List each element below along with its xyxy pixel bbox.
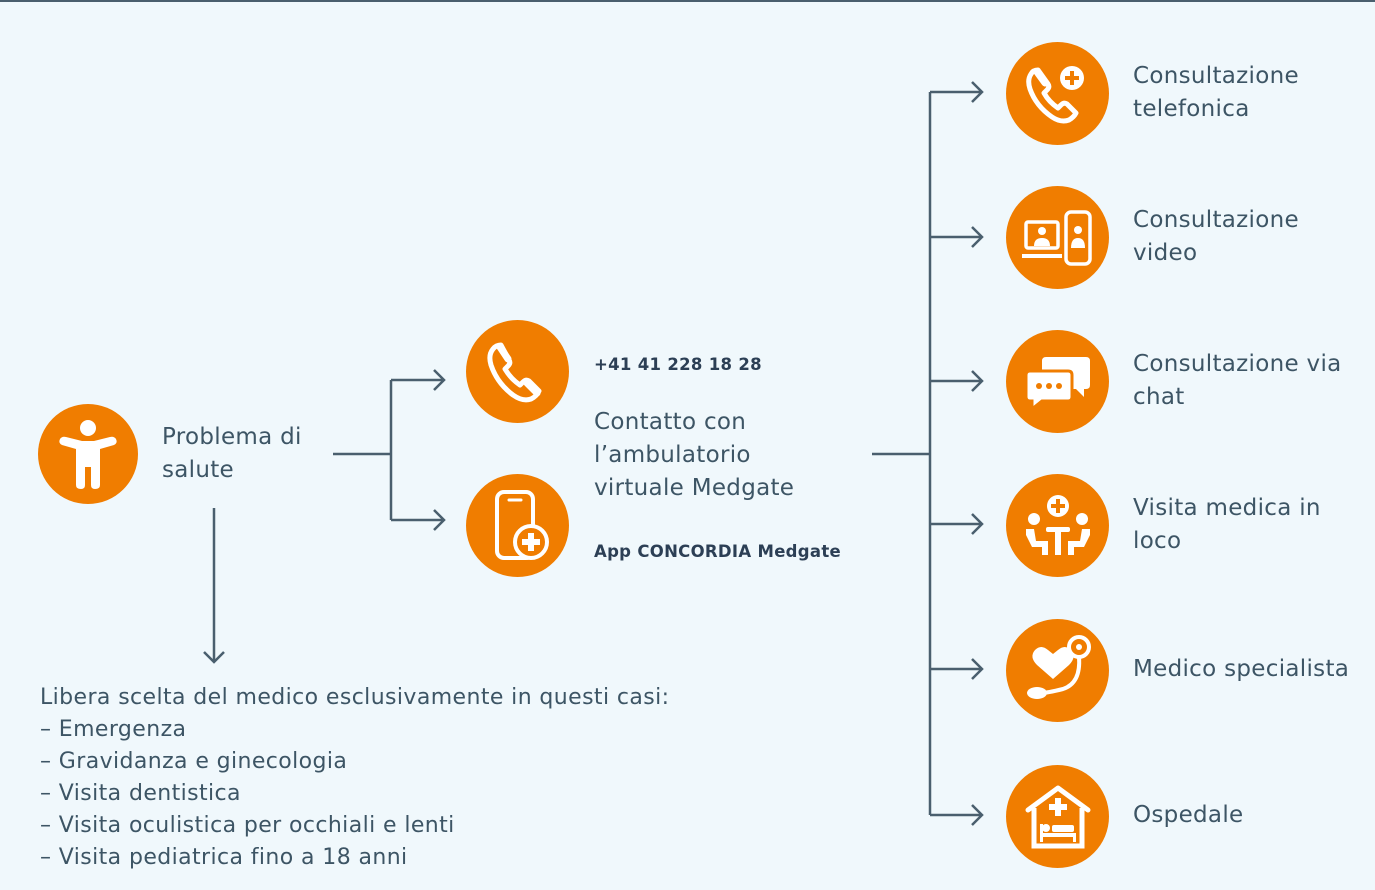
arrow-to-app [391,509,446,531]
arrow-down-free-choice [203,508,225,664]
list-item: Visita dentistica [40,778,669,810]
list-item: Visita pediatrica fino a 18 anni [40,842,669,874]
doctor-patient-icon [1006,474,1109,577]
arrow-to-outcome-5 [930,658,984,680]
arrow-to-outcome-6 [930,804,984,826]
contact-description: Contatto con l’ambulatorio virtuale Medg… [594,409,795,501]
arrow-to-outcome-1 [930,81,984,103]
top-border [0,0,1375,2]
hospital-bed-icon [1006,765,1109,868]
stethoscope-heart-icon [1006,619,1109,722]
free-choice-list: Emergenza Gravidanza e ginecologia Visit… [40,714,669,874]
outcome-label-6: Ospedale [1133,802,1244,828]
outcome-label-4: Visita medica in loco [1133,495,1321,554]
child-figure-icon [38,404,138,504]
free-choice-block: Libera scelta del medico esclusivamente … [40,682,669,874]
smartphone-plus-icon [466,474,569,577]
outcome-label-5: Medico specialista [1133,656,1350,682]
arrow-to-outcome-2 [930,226,984,248]
list-item: Visita oculistica per occhiali e lenti [40,810,669,842]
chat-bubbles-icon [1006,330,1109,433]
outcome-label-2: Consultazione video [1133,207,1299,266]
arrow-to-phone [391,369,446,391]
list-item: Gravidanza e ginecologia [40,746,669,778]
free-choice-intro: Libera scelta del medico esclusivamente … [40,685,670,710]
app-name[interactable]: App CONCORDIA Medgate [594,542,842,561]
arrow-to-outcome-3 [930,370,984,392]
phone-icon [466,320,569,423]
outcome-label-3: Consultazione via chat [1133,351,1342,410]
outcome-label-1: Consultazione telefonica [1133,63,1299,122]
phone-number[interactable]: +41 41 228 18 28 [594,355,762,374]
start-label: Problema di salute [162,424,302,483]
list-item: Emergenza [40,714,669,746]
video-devices-icon [1006,186,1109,289]
phone-plus-icon [1006,42,1109,145]
arrow-to-outcome-4 [930,513,984,535]
